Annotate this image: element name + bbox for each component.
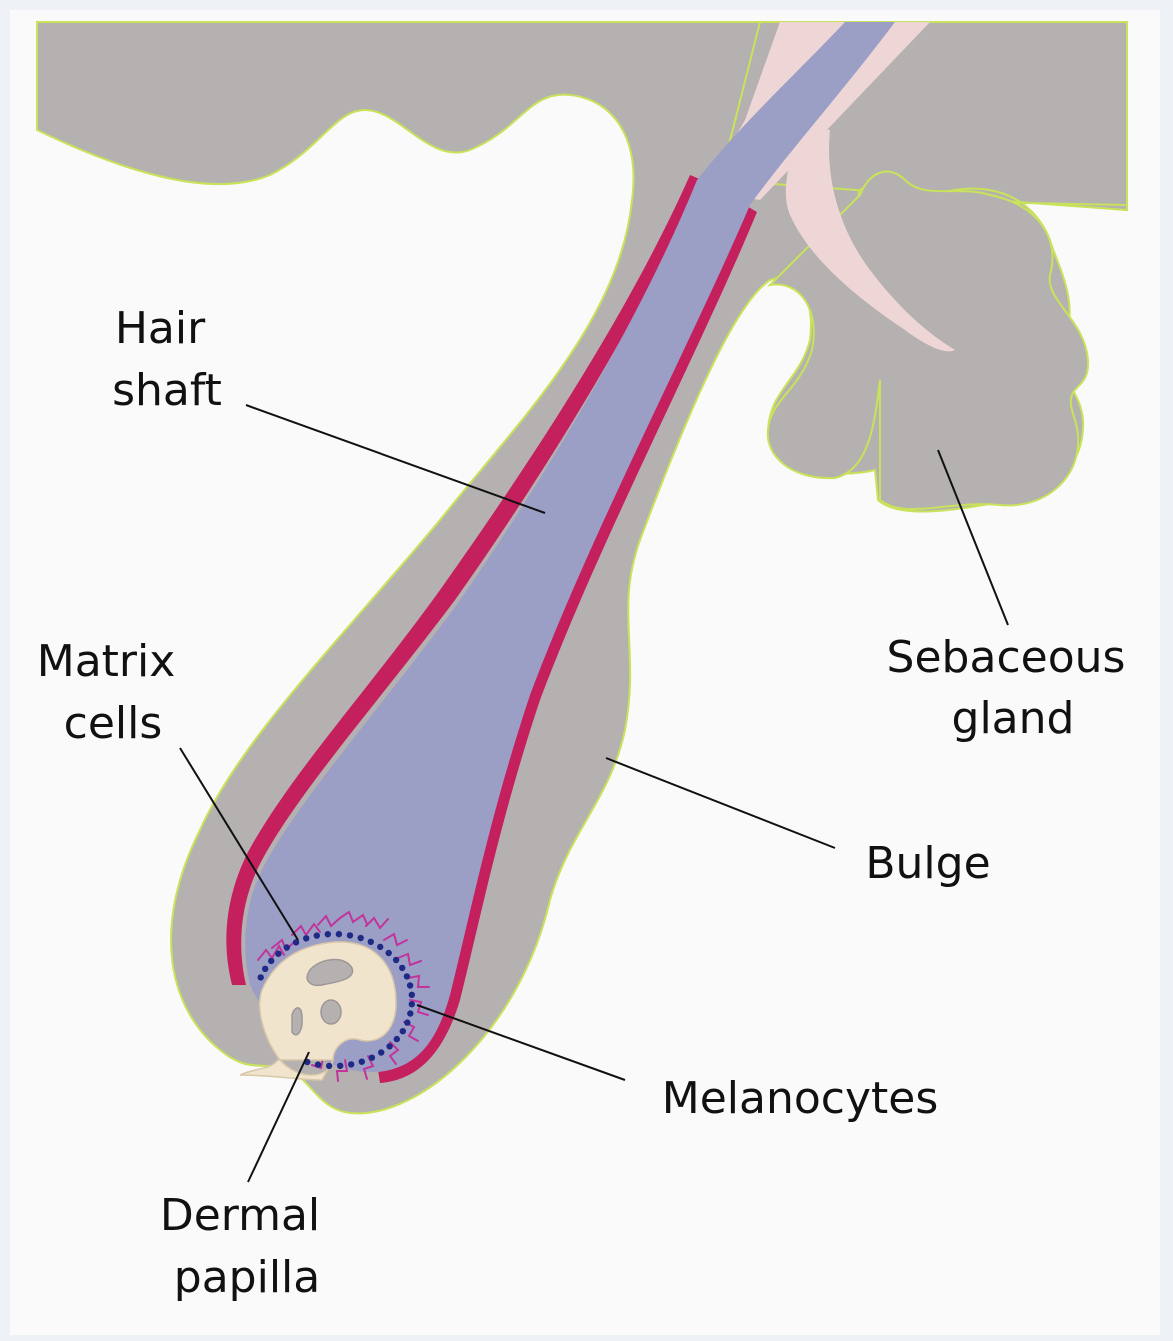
matrix-cell-dot bbox=[314, 932, 320, 938]
matrix-cell-dot bbox=[409, 1001, 415, 1007]
matrix-cell-dot bbox=[394, 1036, 400, 1042]
matrix-cell-dot bbox=[275, 951, 281, 957]
matrix-cell-dot bbox=[347, 932, 353, 938]
matrix-cell-dot bbox=[400, 1028, 406, 1034]
matrix-cell-dot bbox=[404, 1019, 410, 1025]
matrix-cell-dot bbox=[336, 931, 342, 937]
matrix-cell-dot bbox=[359, 1059, 365, 1065]
matrix-cell-dot bbox=[325, 931, 331, 937]
label-bulge: Bulge bbox=[865, 838, 990, 889]
matrix-cell-dot bbox=[393, 957, 399, 963]
matrix-cell-dot bbox=[399, 965, 405, 971]
matrix-cell-dot bbox=[268, 958, 274, 964]
matrix-cell-dot bbox=[358, 935, 364, 941]
matrix-cell-dot bbox=[293, 939, 299, 945]
matrix-cell-dot bbox=[386, 1043, 392, 1049]
matrix-cell-dot bbox=[409, 992, 415, 998]
matrix-cell-dot bbox=[337, 1063, 343, 1069]
matrix-cell-dot bbox=[407, 1010, 413, 1016]
matrix-cell-dot bbox=[407, 982, 413, 988]
matrix-cell-dot bbox=[369, 1055, 375, 1061]
matrix-cell-dot bbox=[326, 1063, 332, 1069]
matrix-cell-dot bbox=[386, 950, 392, 956]
matrix-cell-dot bbox=[284, 944, 290, 950]
papilla-vessel-2 bbox=[321, 1000, 341, 1024]
matrix-cell-dot bbox=[404, 973, 410, 979]
papilla-vessel-3 bbox=[292, 1008, 302, 1035]
matrix-cell-dot bbox=[315, 1061, 321, 1067]
matrix-cell-dot bbox=[262, 966, 268, 972]
matrix-cell-dot bbox=[378, 1049, 384, 1055]
matrix-cell-dot bbox=[377, 944, 383, 950]
matrix-cell-dot bbox=[258, 974, 264, 980]
matrix-cell-dot bbox=[368, 939, 374, 945]
matrix-cell-dot bbox=[303, 935, 309, 941]
label-melanocytes: Melanocytes bbox=[662, 1073, 939, 1124]
matrix-cell-dot bbox=[348, 1061, 354, 1067]
